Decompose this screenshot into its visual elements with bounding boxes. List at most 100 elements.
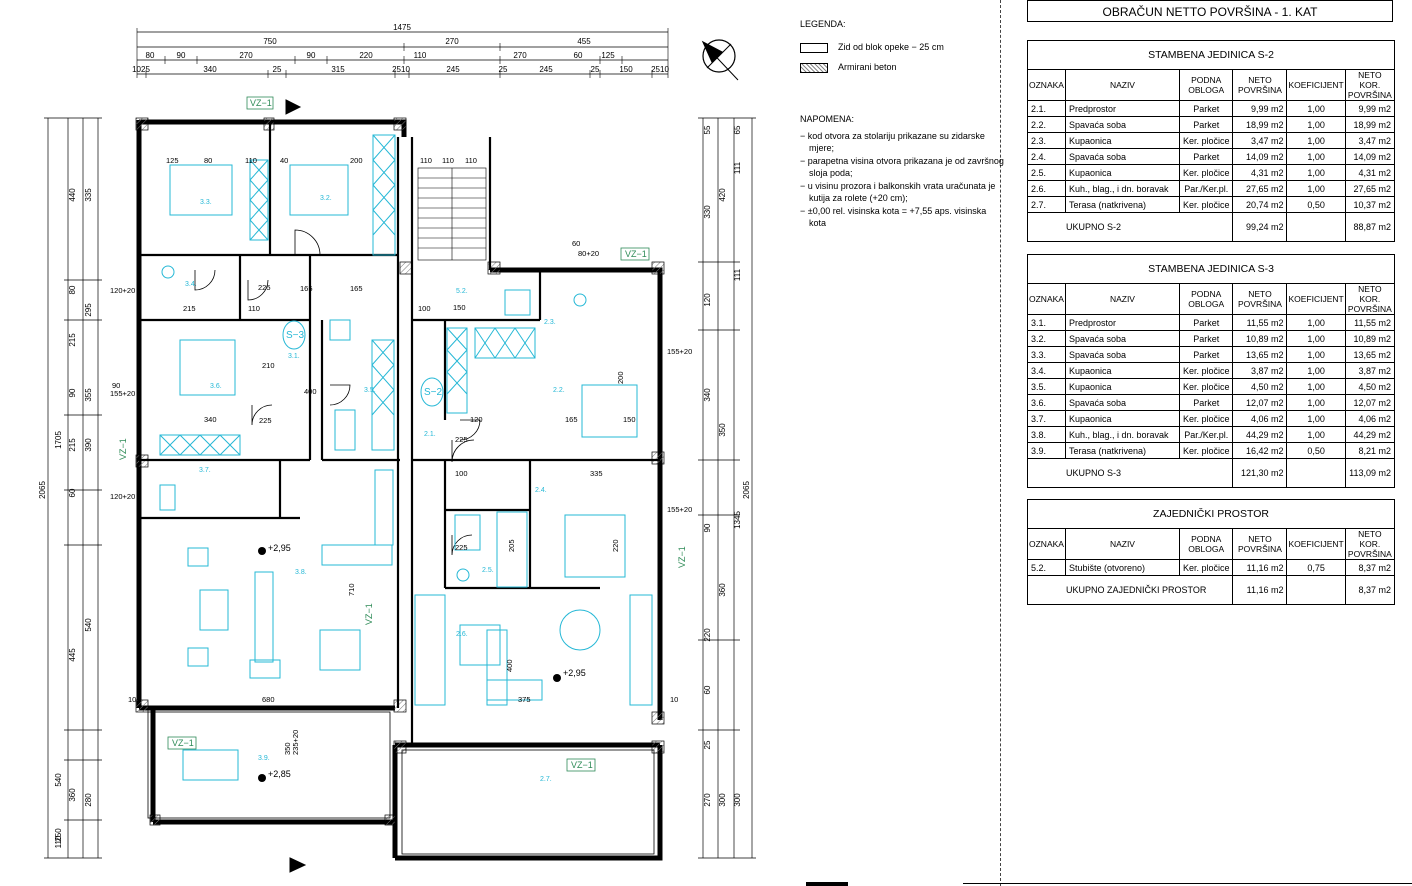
dim-right-7: 120 [703, 293, 712, 307]
window-tag-6: VZ−1 [172, 738, 194, 748]
dim-label: 10 [670, 695, 678, 704]
table-cell: Kuh., blag., i dn. boravak [1064, 180, 1180, 197]
room-tag: 3.4. [185, 281, 197, 288]
table-cell: Ker. pločice [1178, 132, 1234, 149]
table-cell: 1,00 [1286, 394, 1346, 411]
table-cell: 13,65 m2 [1344, 346, 1394, 363]
table-cell: Ker. pločice [1178, 196, 1234, 213]
column-header: NETO POVRŠINA [1232, 529, 1288, 560]
dim-right-2: 65 [733, 125, 742, 134]
dim-top-3-9: 125 [601, 51, 615, 60]
notes: NAPOMENA: − kod otvora za stolariju prik… [800, 113, 1005, 230]
table-cell: 3.5. [1028, 378, 1066, 395]
dim-top-3-5: 220 [359, 51, 373, 60]
table-cell: 3,47 m2 [1232, 132, 1288, 149]
note-item: − parapetna visina otvora prikazana je o… [800, 155, 1004, 179]
room-tag: 3.3. [200, 199, 212, 206]
table-cell: Ker. pločice [1178, 442, 1234, 459]
table-cell: 3.1. [1028, 314, 1066, 331]
note-item: − u visinu prozora i balkonskih vrata ur… [800, 180, 996, 204]
table-cell: 1,00 [1286, 116, 1346, 133]
table-cell: 16,42 m2 [1232, 442, 1288, 459]
dim-label: 120 [470, 415, 483, 424]
dim-label: 150 [453, 303, 466, 312]
dim-right-18: 300 [718, 793, 727, 807]
room-tag: 2.4. [535, 487, 547, 494]
table-title: ZAJEDNIČKI PROSTOR [1028, 500, 1394, 529]
dim-label: 225 [259, 416, 272, 425]
table-cell: 3.3. [1028, 346, 1066, 363]
table-cell: Parket [1178, 148, 1234, 165]
interior-walls [139, 122, 660, 745]
window-tag-5: VZ−1 [677, 546, 687, 568]
dim-top-3-6: 110 [414, 51, 427, 60]
legend-item: Zid od blok opeke − 25 cm [800, 41, 1005, 54]
dim-top-4-3: 25 [273, 65, 282, 74]
dim-label: 710 [347, 583, 356, 596]
dim-left-3: 80 [68, 285, 77, 294]
total-label: UKUPNO S-2 [1028, 212, 1234, 241]
dim-left-6: 90 [68, 388, 77, 397]
table-cell: Ker. pločice [1178, 410, 1234, 427]
table-cell: Spavaća soba [1064, 394, 1180, 411]
room-tag: 2.7. [540, 776, 552, 783]
dim-label: 375 [518, 695, 531, 704]
room-tag: 2.2. [553, 387, 565, 394]
column-header: KOEFICIJENT [1286, 529, 1346, 560]
table-cell: 3.2. [1028, 330, 1066, 347]
table-cell: 4,06 m2 [1344, 410, 1394, 427]
table-cell: 1,00 [1286, 132, 1346, 149]
table-cell: 8,37 m2 [1344, 559, 1394, 576]
dim-right-14: 220 [703, 628, 712, 642]
table-cell: Terasa (natkrivena) [1064, 442, 1180, 459]
column-header: PODNA OBLOGA [1178, 70, 1234, 101]
table-cell: 1,00 [1286, 180, 1346, 197]
column-header: NETO KOR. POVRŠINA [1344, 529, 1394, 560]
table-cell: 1,00 [1286, 314, 1346, 331]
dim-right-3: 111 [733, 161, 742, 174]
table-cell: 3,47 m2 [1344, 132, 1394, 149]
column-header: NAZIV [1064, 284, 1180, 315]
concrete-columns [135, 117, 665, 826]
room-tags: 3.3. 3.2. 3.4. 3.1. 3.5. 3.6. 3.7. 3.8. … [185, 195, 565, 783]
window-tag-3: VZ−1 [118, 438, 128, 460]
table-cell: 1,00 [1286, 100, 1346, 117]
furniture [159, 134, 653, 781]
dim-total: 1475 [393, 23, 411, 32]
unit-tags: S−3 S−2 [282, 320, 444, 407]
dim-label: 235+20 [291, 730, 300, 755]
table-cell: 1,00 [1286, 330, 1346, 347]
column-header: NETO POVRŠINA [1232, 284, 1288, 315]
dim-left-11: 1705 [54, 431, 63, 449]
legend-item: Armirani beton [800, 61, 1005, 74]
table-cell: 3,87 m2 [1344, 362, 1394, 379]
room-tag: 3.1. [288, 353, 300, 360]
dim-left-5: 215 [68, 333, 77, 347]
room-tag: 3.9. [258, 755, 270, 762]
table-cell: 9,99 m2 [1232, 100, 1288, 117]
table-cell: Parket [1178, 314, 1234, 331]
notes-title: NAPOMENA: [800, 114, 855, 124]
table-title: STAMBENA JEDINICA S-3 [1028, 255, 1394, 284]
table-cell: 1,00 [1286, 426, 1346, 443]
total-corrected: 8,37 m2 [1344, 575, 1394, 604]
dim-top-4-1: 1025 [132, 65, 150, 74]
total-label: UKUPNO ZAJEDNIČKI PROSTOR [1028, 575, 1234, 604]
table-cell: Ker. pločice [1178, 559, 1234, 576]
dim-top-2-2: 270 [445, 37, 459, 46]
note-item: − ±0,00 rel. visinska kota = +7,55 aps. … [800, 205, 987, 229]
table-cell: 13,65 m2 [1232, 346, 1288, 363]
table-cell: 3.6. [1028, 394, 1066, 411]
left-dimension-lines [44, 117, 102, 859]
dim-left-15: 540 [54, 773, 63, 787]
elevation-3: +2,85 [268, 769, 291, 779]
legend: LEGENDA: Zid od blok opeke − 25 cm Armir… [800, 18, 1005, 81]
column-header: NAZIV [1064, 529, 1180, 560]
